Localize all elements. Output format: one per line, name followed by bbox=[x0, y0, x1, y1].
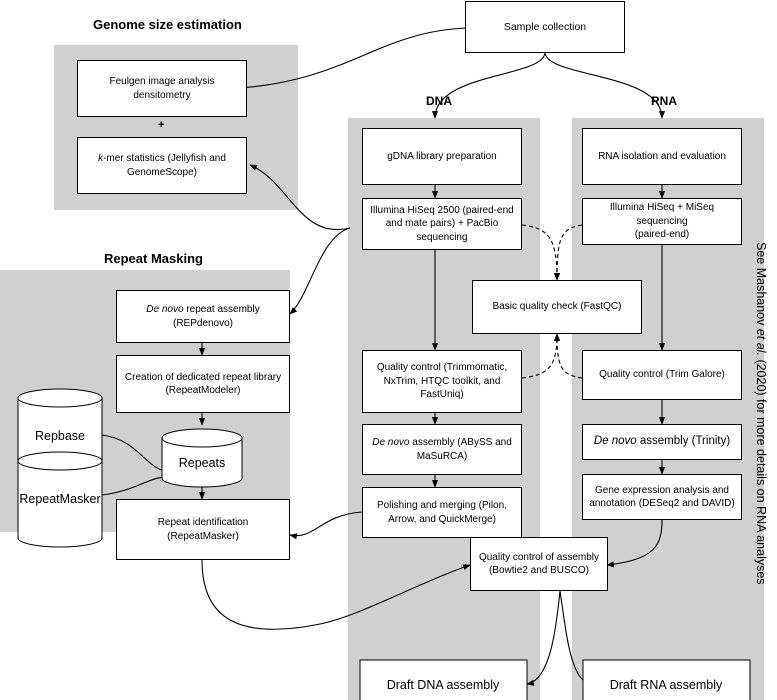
arrow-illumina-to-kmer bbox=[249, 164, 351, 231]
qc-assembly-box: Quality control of assembly (Bowtie2 and … bbox=[470, 537, 608, 591]
illumina-dna-line3: sequencing bbox=[416, 231, 468, 243]
denovo-dna-line2: MaSuRCA) bbox=[416, 450, 468, 462]
denovo-rna-italic: De novo bbox=[593, 435, 637, 448]
rna-heading: RNA bbox=[651, 94, 677, 108]
repeat-id-line1: Repeat identification bbox=[157, 517, 249, 528]
repeatmasker-database-icon: RepeatMasker bbox=[17, 451, 103, 548]
illumina-rna-line1: Illumina HiSeq + MiSeq sequencing bbox=[609, 202, 715, 227]
gdna-prep-box: gDNA library preparation bbox=[362, 128, 522, 185]
illumina-rna-line2: (paired-end) bbox=[634, 229, 690, 241]
denovo-dna-line1: De novo assembly (ABySS and bbox=[372, 436, 512, 450]
qc-rna-label: Quality control (Trim Galore) bbox=[599, 369, 725, 381]
plus-sign: + bbox=[158, 119, 165, 131]
qc-dna-box: Quality control (Trimmomatic,NxTrim, HTQ… bbox=[362, 350, 522, 413]
arrow-illumina-to-repeat-denovo bbox=[289, 227, 351, 315]
repeat-id-line2: (RepeatMasker) bbox=[167, 530, 239, 542]
feulgen-line1: Feulgen image analysis bbox=[109, 76, 215, 87]
illumina-dna-box: Illumina HiSeq 2500 (paired-end and mate … bbox=[362, 198, 522, 250]
kmer-line1-rest: -mer statistics (Jellyfish and bbox=[103, 153, 226, 164]
polish-line2: Arrow, and QuickMerge) bbox=[388, 513, 496, 525]
polish-line1: Polishing and merging (Pilon, bbox=[376, 500, 508, 511]
denovo-repeat-line1: De novo repeat assembly bbox=[146, 303, 259, 317]
kmer-line1: k-mer statistics (Jellyfish and bbox=[98, 152, 226, 166]
qc-assembly-line1: Quality control of assembly bbox=[478, 551, 600, 563]
qc-dna-line1: Quality control (Trimmomatic, bbox=[376, 362, 508, 374]
draft-rna-document-icon: Draft RNA assembly bbox=[582, 659, 751, 700]
dashed-qc-rna-to-fastqc bbox=[553, 333, 583, 379]
denovo-repeat-line1-rest: repeat assembly bbox=[183, 304, 260, 315]
gene-expr-line2: annotation (DESeq2 and DAVID) bbox=[589, 498, 735, 509]
sample-collection-label: Sample collection bbox=[503, 20, 587, 33]
qc-dna-line3: FastUniq) bbox=[420, 389, 464, 401]
denovo-repeat-line2: (REPdenovo) bbox=[172, 317, 234, 329]
draft-dna-document-icon: Draft DNA assembly bbox=[359, 659, 528, 700]
repeatmasker-label: RepeatMasker bbox=[19, 492, 100, 506]
arrow-sample-to-feulgen bbox=[239, 27, 471, 91]
polish-box: Polishing and merging (Pilon, Arrow, and … bbox=[362, 487, 522, 538]
illumina-dna-line2: and mate pairs) + PacBio bbox=[385, 218, 499, 230]
draft-rna-label: Draft RNA assembly bbox=[610, 678, 723, 692]
gene-expr-line1: Gene expression analysis and bbox=[595, 484, 729, 496]
denovo-repeat-box: De novo repeat assembly(REPdenovo) bbox=[116, 290, 290, 343]
draft-dna-label: Draft DNA assembly bbox=[387, 678, 500, 692]
illumina-rna-box: Illumina HiSeq + MiSeq sequencing (paired… bbox=[582, 198, 742, 245]
gdna-prep-label: gDNA library preparation bbox=[387, 150, 497, 162]
arrow-sample-to-rna bbox=[544, 51, 666, 119]
repeats-label: Repeats bbox=[179, 456, 226, 470]
dashed-illumina-rna-to-fastqc bbox=[553, 224, 583, 281]
denovo-repeat-italic: De novo bbox=[146, 304, 184, 315]
repeats-database-icon: Repeats bbox=[161, 428, 243, 488]
feulgen-box: Feulgen image analysis densitometry bbox=[77, 60, 247, 117]
arrow-identification-to-qc-assembly bbox=[201, 559, 471, 630]
arrow-qc-assembly-to-dna-draft bbox=[526, 590, 561, 686]
basic-qc-label: Basic quality check (FastQC) bbox=[492, 301, 622, 313]
repeat-lib-line2: (RepeatModeler) bbox=[165, 385, 241, 396]
qc-dna-line2: NxTrim, HTQC toolkit, and bbox=[383, 375, 501, 387]
qc-assembly-line2: (Bowtie2 and BUSCO) bbox=[488, 565, 590, 576]
genome-size-heading: Genome size estimation bbox=[93, 17, 242, 32]
arrow-gene-to-qc-assembly bbox=[606, 519, 663, 568]
arrow-polish-to-identification bbox=[289, 511, 363, 540]
denovo-dna-italic: De novo bbox=[372, 437, 410, 448]
repeat-library-box: Creation of dedicated repeat library (Rep… bbox=[116, 355, 290, 413]
illumina-dna-line1: Illumina HiSeq 2500 (paired-end bbox=[370, 204, 514, 216]
feulgen-line2: densitometry bbox=[133, 89, 191, 101]
rna-isolation-label: RNA isolation and evaluation bbox=[598, 150, 726, 162]
kmer-line2: GenomeScope) bbox=[126, 166, 198, 178]
repeat-identification-box: Repeat identification (RepeatMasker) bbox=[116, 499, 290, 560]
repeat-lib-line1: Creation of dedicated repeat library bbox=[124, 371, 282, 383]
denovo-rna-rest: assembly (Trinity) bbox=[636, 435, 731, 448]
repbase-label: Repbase bbox=[35, 429, 85, 443]
sample-collection-box: Sample collection bbox=[465, 1, 625, 53]
repeat-masking-heading: Repeat Masking bbox=[104, 251, 203, 266]
qc-rna-box: Quality control (Trim Galore) bbox=[582, 350, 742, 400]
denovo-rna-box: De novo assembly (Trinity) bbox=[582, 424, 742, 460]
gene-expression-box: Gene expression analysis and annotation (… bbox=[582, 474, 742, 520]
kmer-italic: k bbox=[98, 153, 104, 164]
dna-heading: DNA bbox=[426, 94, 452, 108]
rna-isolation-box: RNA isolation and evaluation bbox=[582, 128, 742, 185]
denovo-dna-line1-rest: assembly (ABySS and bbox=[409, 437, 512, 448]
arrow-sample-to-dna bbox=[431, 51, 546, 119]
basic-qc-box: Basic quality check (FastQC) bbox=[472, 280, 642, 334]
